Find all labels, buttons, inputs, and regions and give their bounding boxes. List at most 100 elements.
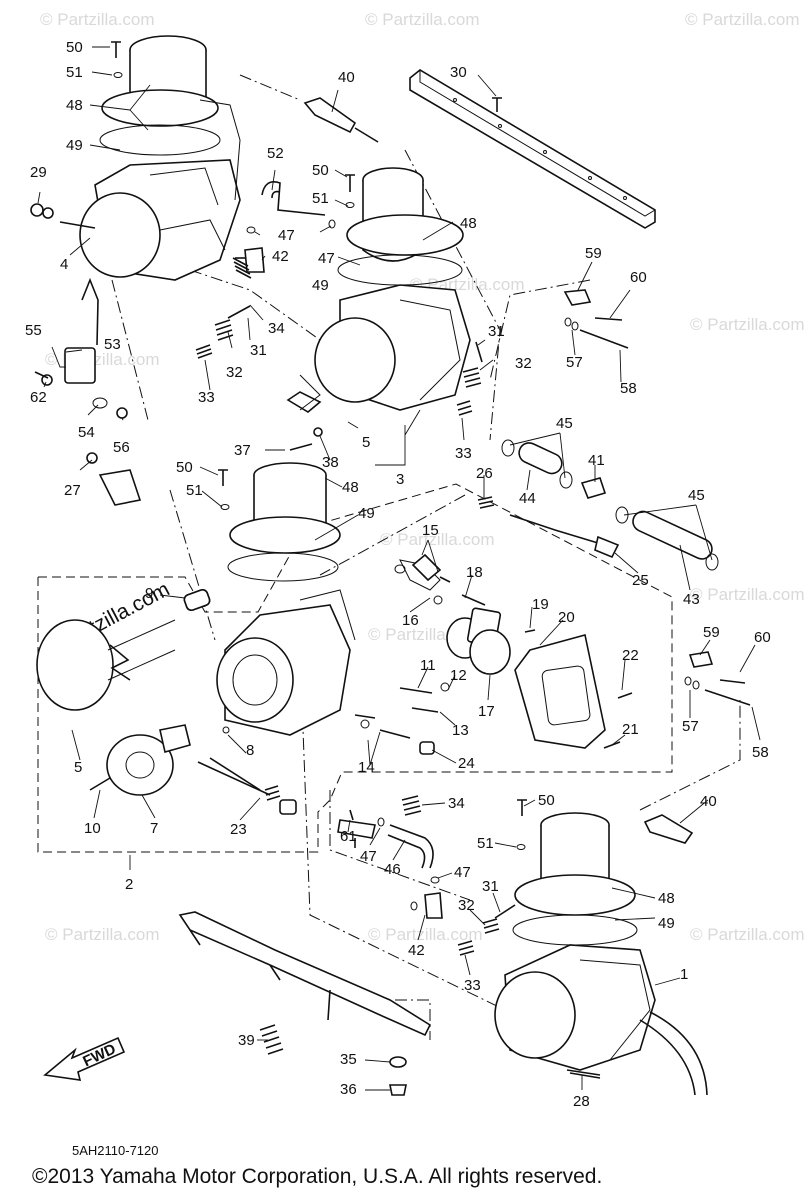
callout-label: 59	[703, 624, 720, 641]
callout-label: 5	[74, 759, 82, 776]
callout-label: 47	[360, 848, 377, 865]
callout-label: 26	[476, 465, 493, 482]
callout-label: 30	[450, 64, 467, 81]
fuel-rail	[409, 69, 656, 229]
callout-label: 22	[622, 647, 639, 664]
callout-label: 42	[408, 942, 425, 959]
callout-label: 33	[198, 389, 215, 406]
callout-label: 62	[30, 389, 47, 406]
callout-label: 56	[113, 439, 130, 456]
callout-label: 41	[588, 452, 605, 469]
callout-label: 28	[573, 1093, 590, 1110]
callout-label: 51	[186, 482, 203, 499]
watermark: © Partzilla.com	[380, 530, 495, 549]
callout-labels: 50 51 48 49 29 4 55 62 53 54 56 40 30 52…	[25, 39, 771, 1110]
watermark: © Partzilla.com	[685, 10, 800, 29]
leader-lines	[37, 46, 761, 1091]
watermark: © Partzilla.com	[365, 10, 480, 29]
callout-label: 42	[272, 248, 289, 265]
callout-label: 46	[384, 861, 401, 878]
watermark: © Partzilla.com	[690, 585, 805, 604]
callout-label: 15	[422, 522, 439, 539]
callout-label: 32	[458, 897, 475, 914]
callout-label: 18	[466, 564, 483, 581]
callout-label: 49	[358, 505, 375, 522]
callout-label: 57	[682, 718, 699, 735]
callout-label: 23	[230, 821, 247, 838]
carburetor-center-exploded	[36, 462, 606, 796]
callout-label: 34	[448, 795, 465, 812]
callout-label: 13	[452, 722, 469, 739]
callout-label: 50	[66, 39, 83, 56]
fwd-label: FWD	[80, 1040, 118, 1070]
callout-label: 51	[477, 835, 494, 852]
watermark: © Partzilla.com	[690, 925, 805, 944]
callout-label: 8	[246, 742, 254, 759]
callout-label: 33	[455, 445, 472, 462]
callout-label: 48	[342, 479, 359, 496]
callout-label: 45	[688, 487, 705, 504]
callout-label: 50	[176, 459, 193, 476]
callout-label: 4	[60, 256, 68, 273]
watermark: © Partzilla.com	[690, 315, 805, 334]
carburetor-bottom-right	[494, 812, 708, 1096]
callout-label: 21	[622, 721, 639, 738]
callout-label: 47	[454, 864, 471, 881]
callout-label: 61	[340, 828, 357, 845]
callout-label: 2	[125, 876, 133, 893]
watermark: © Partzilla.com	[45, 350, 160, 369]
diagram-code: 5AH2110-7120	[72, 1143, 159, 1158]
copyright-notice: ©2013 Yamaha Motor Corporation, U.S.A. A…	[32, 1165, 603, 1188]
callout-label: 1	[680, 966, 688, 983]
callout-label: 19	[532, 596, 549, 613]
callout-label: 45	[556, 415, 573, 432]
callout-label: 47	[318, 250, 335, 267]
callout-label: 40	[338, 69, 355, 86]
callout-label: 52	[267, 145, 284, 162]
callout-label: 53	[104, 336, 121, 353]
callout-label: 44	[519, 490, 536, 507]
callout-label: 20	[558, 609, 575, 626]
callout-label: 51	[312, 190, 329, 207]
callout-label: 47	[278, 227, 295, 244]
callout-label: 55	[25, 322, 42, 339]
callout-label: 38	[322, 454, 339, 471]
callout-label: 37	[234, 442, 251, 459]
watermark: © Partzilla.com	[368, 925, 483, 944]
callout-label: 17	[478, 703, 495, 720]
callout-label: 9	[145, 585, 153, 602]
callout-label: 49	[658, 915, 675, 932]
callout-label: 48	[658, 890, 675, 907]
callout-label: 48	[460, 215, 477, 232]
callout-label: 58	[620, 380, 637, 397]
callout-label: 31	[488, 323, 505, 340]
watermarks: © Partzilla.com © Partzilla.com © Partzi…	[40, 10, 805, 944]
callout-label: 32	[515, 355, 532, 372]
callout-label: 58	[752, 744, 769, 761]
callout-label: 50	[312, 162, 329, 179]
callout-label: 16	[402, 612, 419, 629]
callout-label: 11	[420, 657, 436, 674]
callout-label: 39	[238, 1032, 255, 1049]
callout-label: 36	[340, 1081, 357, 1098]
callout-label: 3	[396, 471, 404, 488]
callout-label: 60	[754, 629, 771, 646]
callout-label: 59	[585, 245, 602, 262]
callout-label: 34	[268, 320, 285, 337]
callout-label: 33	[464, 977, 481, 994]
callout-label: 5	[362, 434, 370, 451]
callout-label: 54	[78, 424, 95, 441]
callout-label: 43	[683, 591, 700, 608]
callout-label: 48	[66, 97, 83, 114]
callout-label: 57	[566, 354, 583, 371]
callout-label: 60	[630, 269, 647, 286]
callout-label: 12	[450, 667, 467, 684]
watermark: © Partzilla.com	[40, 10, 155, 29]
small-parts	[34, 41, 751, 1096]
carburetor-top-right	[286, 167, 471, 413]
callout-label: 51	[66, 64, 83, 81]
callout-label: 32	[226, 364, 243, 381]
callout-label: 10	[84, 820, 101, 837]
callout-label: 14	[358, 759, 375, 776]
